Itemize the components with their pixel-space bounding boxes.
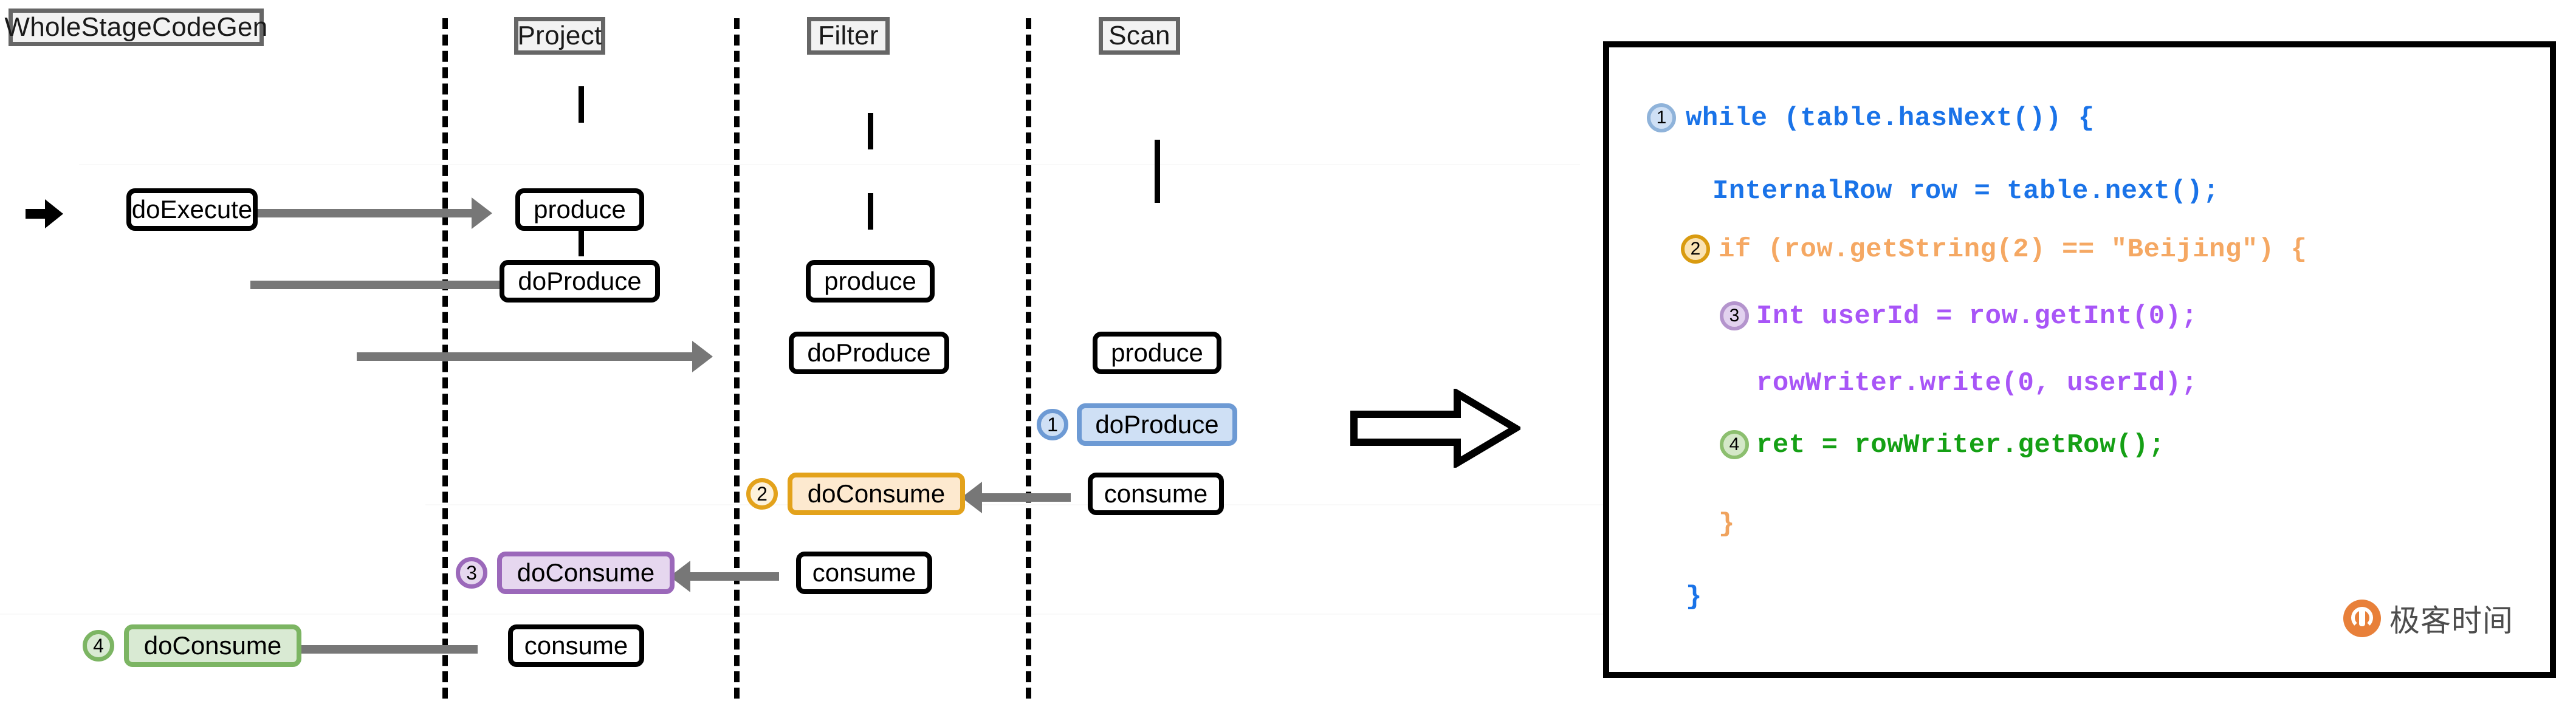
step-badge-1: 1	[1037, 409, 1068, 440]
node-label: consume	[524, 631, 628, 660]
badge-number: 1	[1047, 413, 1058, 436]
code-line-1: while (table.hasNext()) {	[1686, 103, 2095, 134]
stage-label: Scan	[1108, 21, 1170, 50]
badge-number: 2	[1690, 239, 1701, 259]
node-project-doconsume[interactable]: doConsume	[497, 552, 675, 594]
node-label: consume	[1104, 479, 1208, 508]
badge-number: 1	[1656, 108, 1667, 128]
node-filter-consume[interactable]: consume	[796, 552, 932, 594]
step-badge-4: 4	[83, 630, 114, 662]
node-label: doConsume	[143, 631, 282, 660]
node-label: doProduce	[1095, 410, 1219, 439]
stage-label: Project	[517, 21, 602, 50]
node-filter-produce[interactable]: produce	[806, 260, 935, 303]
badge-number: 4	[1729, 434, 1740, 454]
code-line-4: Int userId = row.getInt(0);	[1756, 301, 2198, 332]
link-doproduce-consume-scan	[1155, 166, 1160, 203]
arrow-filter-doproduce-to-scan-produce	[357, 352, 695, 361]
stage-header-scan: Scan	[1099, 17, 1180, 55]
lane-separator-3	[1026, 18, 1031, 699]
stage-header-filter: Filter	[807, 17, 890, 55]
step-badge-2: 2	[746, 478, 778, 510]
stage-label: WholeStageCodeGen	[4, 12, 268, 42]
code-line-7-closing-brace-if: }	[1719, 509, 1735, 539]
brand-name: 极客时间	[2389, 604, 2513, 638]
brand-logo: 极客时间	[2343, 597, 2513, 640]
stage-label: Filter	[818, 21, 879, 50]
code-line-8-closing-brace-while: }	[1686, 582, 1702, 612]
link-produce-doproduce-project	[579, 86, 584, 123]
stage-header-wholestagecodegen: WholeStageCodeGen	[4, 9, 267, 46]
node-scan-consume[interactable]: consume	[1088, 473, 1224, 515]
badge-number: 4	[93, 634, 104, 657]
node-wsc-doconsume[interactable]: doConsume	[124, 624, 301, 667]
node-label: doExecute	[131, 195, 253, 224]
arrow-scan-consume-to-filter-doconsume	[980, 493, 1071, 502]
node-project-doproduce[interactable]: doProduce	[500, 260, 660, 303]
lane-separator-2	[734, 18, 740, 699]
right-arrow-icon	[1350, 389, 1520, 468]
link-produce-doproduce-filter	[868, 113, 873, 149]
node-label: doProduce	[518, 267, 642, 295]
node-label: doConsume	[517, 558, 655, 587]
code-step-badge-2: 2	[1681, 234, 1710, 264]
geektime-logo-icon	[2343, 600, 2381, 637]
code-step-badge-4: 4	[1720, 430, 1749, 459]
link-doconsume-consume-project	[579, 220, 584, 256]
node-scan-produce[interactable]: produce	[1093, 332, 1221, 374]
code-step-badge-1: 1	[1647, 103, 1676, 132]
node-doexecute[interactable]: doExecute	[126, 188, 258, 231]
node-label: produce	[534, 195, 626, 224]
node-label: doProduce	[807, 338, 931, 367]
node-label: produce	[824, 267, 916, 295]
node-filter-doproduce[interactable]: doProduce	[789, 332, 949, 374]
link-produce-doproduce-scan	[1155, 140, 1160, 176]
badge-number: 3	[466, 561, 477, 584]
stage-header-project: Project	[514, 17, 605, 55]
step-badge-3: 3	[456, 557, 487, 589]
badge-number: 2	[757, 482, 768, 505]
node-scan-doproduce[interactable]: doProduce	[1077, 403, 1237, 446]
node-filter-doconsume[interactable]: doConsume	[788, 473, 965, 515]
generated-code-panel: 1 while (table.hasNext()) { InternalRow …	[1603, 41, 2556, 678]
badge-number: 3	[1729, 306, 1740, 326]
node-project-consume[interactable]: consume	[508, 624, 644, 667]
watermark-rule	[79, 164, 1580, 165]
code-line-6: ret = rowWriter.getRow();	[1756, 430, 2165, 460]
code-line-5: rowWriter.write(0, userId);	[1756, 368, 2198, 398]
code-line-2: InternalRow row = table.next();	[1712, 176, 2220, 207]
node-label: doConsume	[807, 479, 946, 508]
entry-arrow	[26, 209, 45, 219]
code-step-badge-3: 3	[1720, 301, 1749, 330]
code-line-3: if (row.getString(2) == "Beijing") {	[1719, 234, 2307, 265]
node-project-produce[interactable]: produce	[515, 188, 644, 231]
arrow-filter-consume-to-project-doconsume	[688, 572, 779, 581]
node-label: consume	[812, 558, 916, 587]
link-doconsume-consume-filter	[868, 193, 873, 230]
node-label: produce	[1111, 338, 1203, 367]
